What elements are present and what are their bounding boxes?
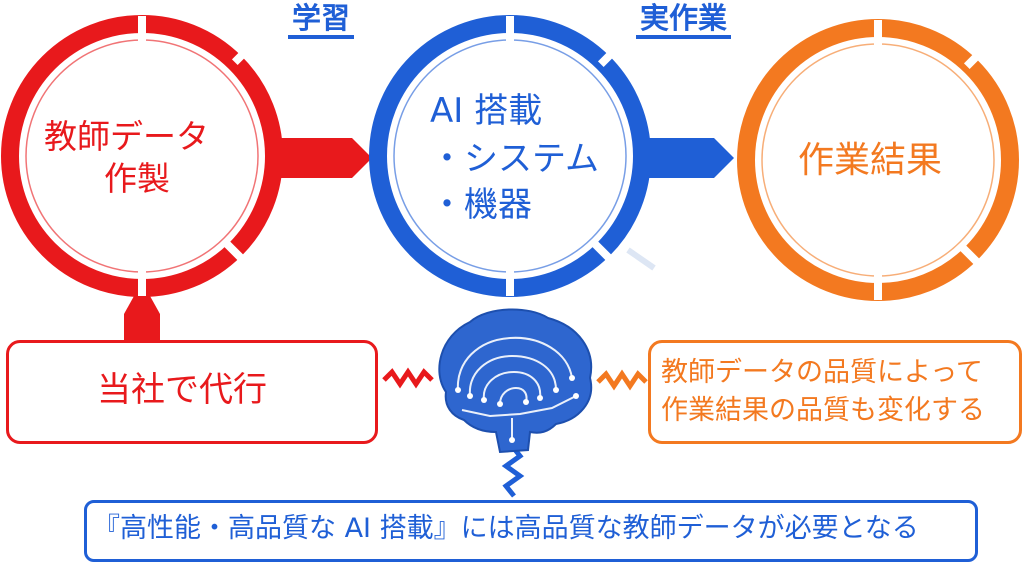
zigzag-blue [501,444,525,498]
result-label: 作業結果 [798,140,943,181]
stage-label-learning: 学習 [288,1,355,40]
zigzag-red [382,367,434,389]
footer-statement: 『高性能・高品質な AI 搭載』には高品質な教師データが必要となる [93,513,919,544]
footer-box: 『高性能・高品質な AI 搭載』には高品質な教師データが必要となる [84,500,978,562]
result-circle [737,19,1019,301]
quality-note-line1: 教師データの品質によって [661,357,983,388]
quality-note-box: 教師データの品質によって 作業結果の品質も変化する [648,340,1022,444]
ai-item-device: ・機器 [430,185,532,225]
ai-title: AI 搭載 [430,91,543,131]
arrow-blue-to-orange [640,138,734,178]
connector-red-to-agency [124,296,160,340]
arrow-red-to-blue [272,138,372,178]
agency-label: 当社で代行 [97,370,267,410]
quality-note-line2: 作業結果の品質も変化する [661,395,985,426]
teacher-data-circle [1,15,283,297]
brain-circuit-icon [438,308,593,454]
ai-item-system: ・システム [430,139,599,179]
zigzag-orange [596,369,648,391]
teacher-data-label-line1: 教師データ [44,117,209,156]
agency-box: 当社で代行 [6,340,378,444]
teacher-data-label-line2: 作製 [104,159,170,198]
stage-label-operation: 実作業 [636,1,732,40]
